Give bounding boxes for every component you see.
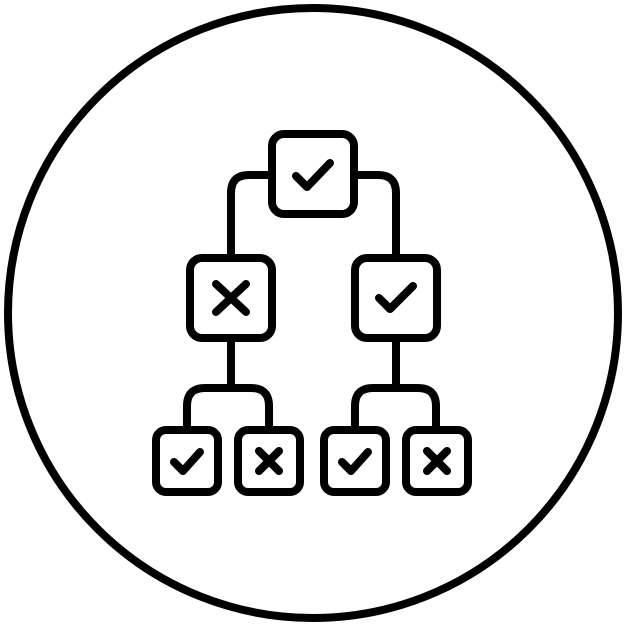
cross-icon: [212, 280, 250, 316]
connector-right-branch: [351, 384, 440, 434]
check-icon: [338, 448, 372, 475]
node-right-right: [402, 426, 472, 496]
node-left: [186, 254, 276, 342]
check-icon: [375, 282, 417, 313]
connector-root-left: [227, 171, 276, 262]
node-left-left: [152, 426, 222, 496]
node-right: [351, 254, 441, 342]
connector-left-branch: [183, 384, 273, 434]
check-icon: [292, 159, 334, 191]
cross-icon: [255, 447, 283, 475]
node-right-left: [320, 426, 390, 496]
node-root: [268, 130, 358, 218]
connector-root-right: [350, 171, 400, 262]
check-icon: [170, 448, 204, 475]
circle-frame: [4, 4, 622, 622]
cross-icon: [423, 447, 451, 475]
node-left-right: [234, 426, 304, 496]
